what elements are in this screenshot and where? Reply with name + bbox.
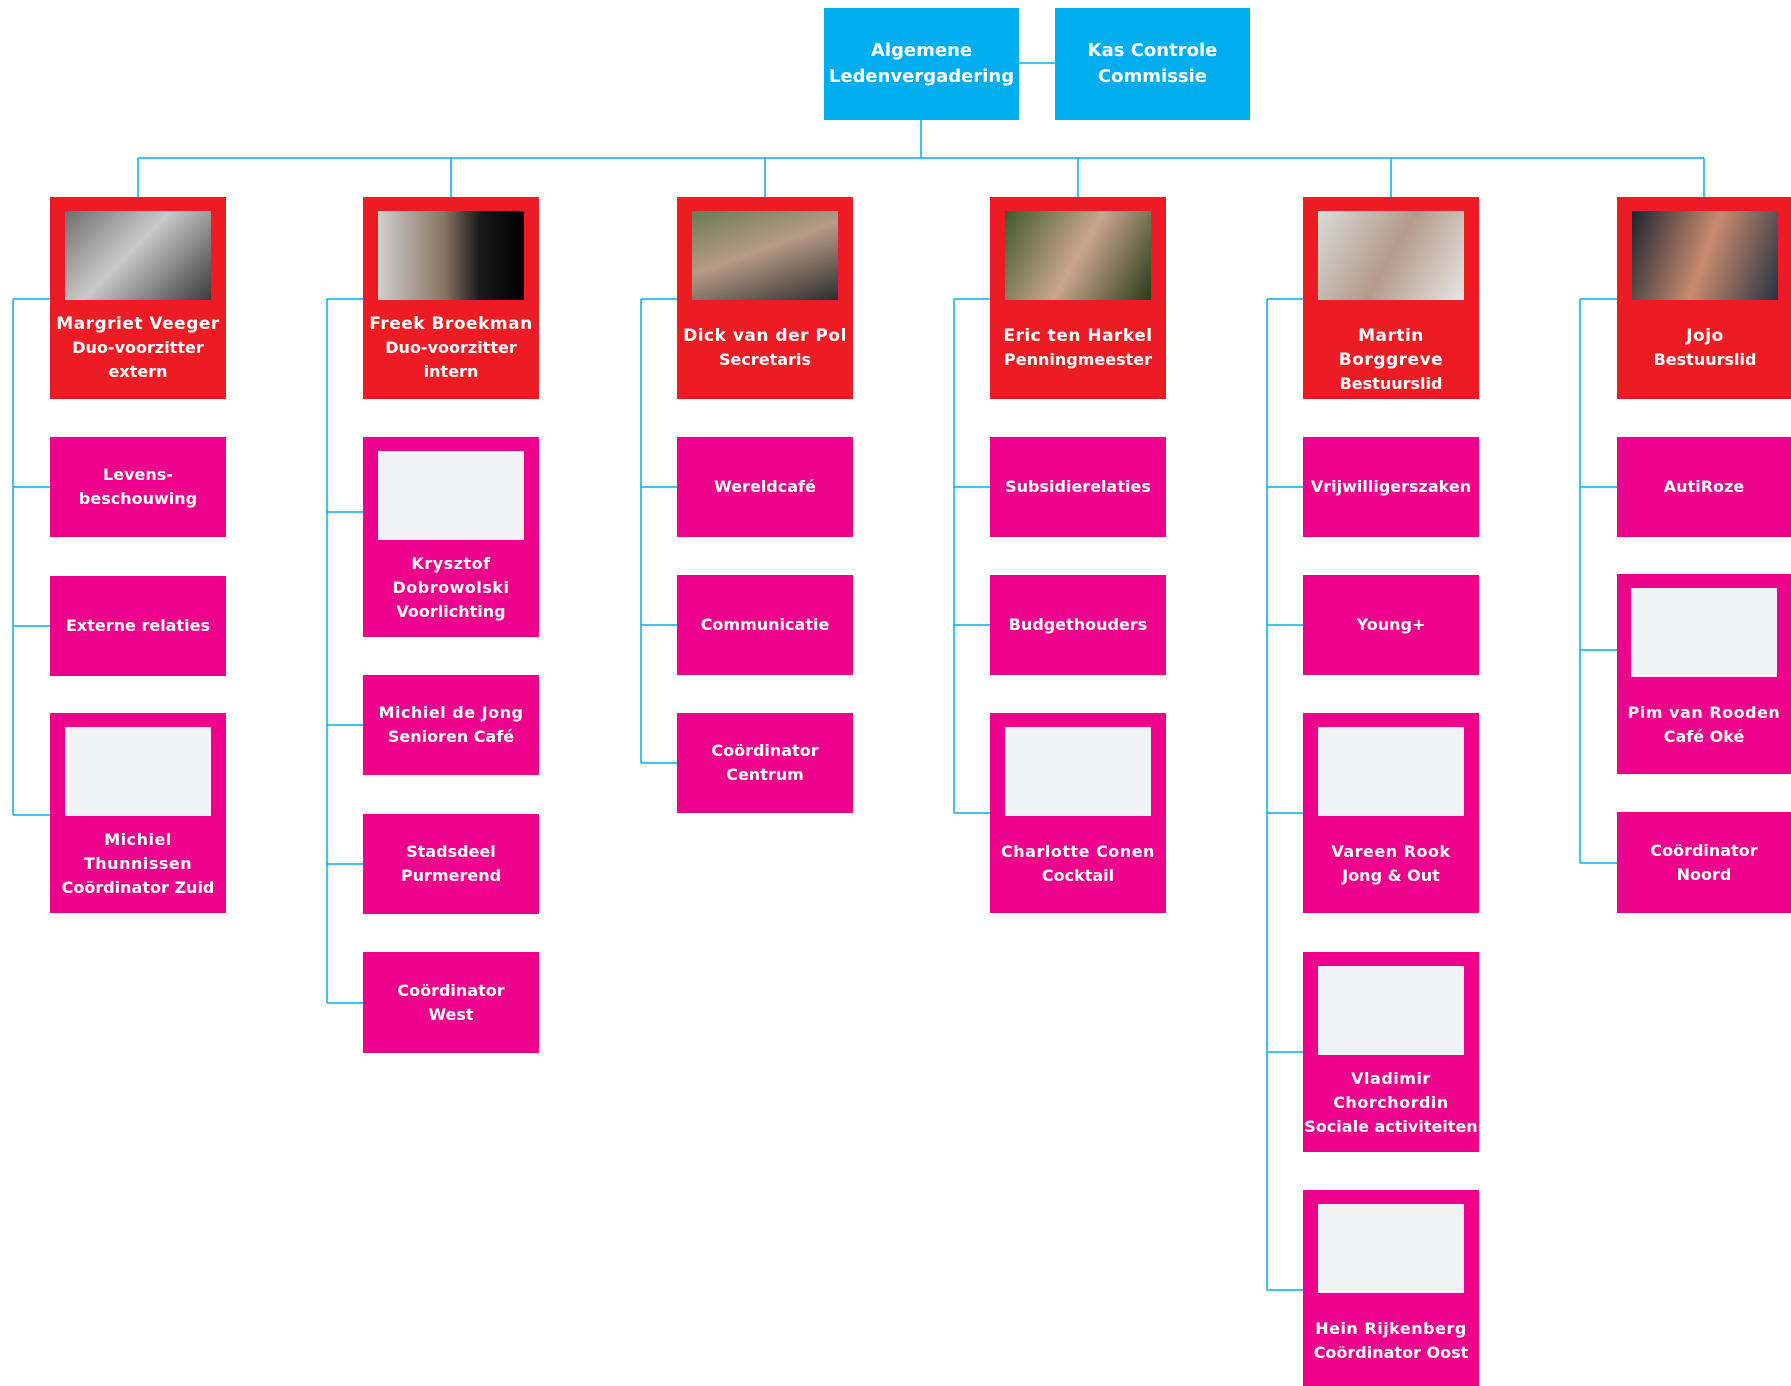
photo-placeholder — [1318, 727, 1464, 816]
node-text: Algemene — [870, 40, 973, 61]
node-text: Coördinator — [397, 980, 505, 1000]
node-externe-relaties: Externe relaties — [50, 576, 226, 676]
board-member-margriet-veeger: Margriet Veeger Duo-voorzitter extern — [50, 197, 226, 399]
member-name: Michiel de Jong — [378, 703, 524, 722]
node-text: Ledenvergadering — [828, 66, 1015, 87]
member-role: Bestuurslid — [1339, 374, 1443, 393]
node-text: Communicatie — [700, 615, 830, 634]
member-role: Café Oké — [1663, 727, 1745, 746]
photo-placeholder — [1318, 966, 1464, 1055]
node-text: beschouwing — [78, 489, 198, 508]
board-member-dick-van-der-pol: Dick van der Pol Secretaris — [677, 197, 853, 399]
node-kas-controle-commissie: Kas Controle Commissie — [1055, 8, 1250, 120]
member-name: Krysztof — [411, 554, 491, 573]
node-text: Externe relaties — [66, 616, 210, 635]
node-young-plus: Young+ — [1303, 575, 1479, 675]
node-text: Kas Controle — [1087, 40, 1218, 61]
node-communicatie: Communicatie — [677, 575, 853, 675]
member-name: Chorchordin — [1333, 1093, 1449, 1112]
node-charlotte-conen: Charlotte Conen Cocktail — [990, 713, 1166, 913]
node-text: West — [428, 1004, 474, 1024]
node-text: Wereldcafé — [714, 477, 816, 496]
node-text: Coördinator — [711, 741, 819, 760]
member-role: Sociale activiteiten — [1304, 1117, 1478, 1136]
node-pim-van-rooden: Pim van Rooden Café Oké — [1617, 574, 1791, 774]
node-text: Vrijwilligerszaken — [1310, 477, 1472, 496]
portrait-photo — [1632, 211, 1778, 300]
member-name: Eric ten Harkel — [1003, 326, 1153, 346]
member-role: Coördinator Zuid — [61, 878, 215, 897]
node-subsidierelaties: Subsidierelaties — [990, 437, 1166, 537]
member-role: Jong & Out — [1342, 866, 1440, 885]
node-krysztof-dobrowolski: Krysztof Dobrowolski Voorlichting — [363, 437, 539, 637]
member-name: Margriet Veeger — [56, 314, 220, 334]
photo-placeholder — [1005, 727, 1151, 816]
node-autiroze: AutiRoze — [1617, 437, 1791, 537]
portrait-photo — [692, 211, 838, 300]
node-vrijwilligerszaken: Vrijwilligerszaken — [1303, 437, 1479, 537]
photo-placeholder — [1631, 588, 1777, 677]
node-text: Centrum — [726, 765, 804, 784]
node-text: Coördinator — [1650, 840, 1758, 860]
member-role: intern — [423, 362, 479, 381]
member-role: Voorlichting — [396, 602, 506, 621]
photo-placeholder — [1318, 1204, 1464, 1293]
member-role: Duo-voorzitter — [385, 338, 517, 357]
member-name: Pim van Rooden — [1627, 703, 1781, 722]
member-name: Freek Broekman — [369, 314, 533, 334]
member-name: Martin Borggreve — [1338, 326, 1444, 370]
member-role: Coördinator Oost — [1313, 1343, 1469, 1362]
member-name: Jojo — [1686, 326, 1724, 346]
node-text: Levens- — [103, 465, 173, 484]
node-michiel-thunnissen: Michiel Thunnissen Coördinator Zuid — [50, 713, 226, 913]
node-wereldcafe: Wereldcafé — [677, 437, 853, 537]
portrait-photo — [378, 211, 524, 300]
member-name: Michiel — [104, 830, 172, 849]
member-role: Secretaris — [719, 350, 811, 369]
node-vladimir-chorchordin: Vladimir Chorchordin Sociale activiteite… — [1303, 952, 1479, 1152]
member-role: Penningmeester — [1004, 350, 1152, 369]
member-role: Senioren Café — [387, 727, 515, 746]
photo-placeholder — [65, 727, 211, 816]
node-levensbeschouwing: Levens- beschouwing — [50, 437, 226, 537]
node-text: Subsidierelaties — [1005, 477, 1151, 496]
node-vareen-rook: Vareen Rook Jong & Out — [1303, 713, 1479, 913]
node-michiel-de-jong: Michiel de Jong Senioren Café — [363, 675, 539, 775]
member-name: Thunnissen — [83, 854, 193, 873]
board-member-jojo: Jojo Bestuurslid — [1617, 197, 1791, 399]
member-role: Cocktail — [1041, 866, 1115, 885]
node-text: Purmerend — [400, 866, 502, 885]
node-text: Budgethouders — [1008, 615, 1148, 634]
member-role: Duo-voorzitter — [72, 338, 204, 357]
portrait-photo — [1318, 211, 1464, 300]
node-stadsdeel-purmerend: Stadsdeel Purmerend — [363, 814, 539, 914]
node-text: Noord — [1676, 864, 1732, 884]
node-text: AutiRoze — [1663, 477, 1745, 496]
portrait-photo — [1005, 211, 1151, 300]
member-role: extern — [108, 362, 168, 381]
member-name: Charlotte Conen — [1001, 842, 1155, 861]
node-coordinator-west: Coördinator West — [363, 952, 539, 1053]
node-text: Commissie — [1097, 66, 1208, 87]
member-name: Vareen Rook — [1331, 842, 1451, 861]
photo-placeholder — [378, 451, 524, 540]
member-name: Dick van der Pol — [683, 326, 847, 346]
node-hein-rijkenberg: Hein Rijkenberg Coördinator Oost — [1303, 1190, 1479, 1386]
node-text: Stadsdeel — [406, 842, 496, 861]
member-name: Hein Rijkenberg — [1315, 1319, 1467, 1338]
portrait-photo — [65, 211, 211, 300]
board-member-eric-ten-harkel: Eric ten Harkel Penningmeester — [990, 197, 1166, 399]
member-name: Vladimir — [1351, 1069, 1431, 1088]
node-coordinator-noord: Coördinator Noord — [1617, 812, 1791, 913]
node-text: Young+ — [1356, 615, 1426, 634]
node-coordinator-centrum: Coördinator Centrum — [677, 713, 853, 813]
board-member-freek-broekman: Freek Broekman Duo-voorzitter intern — [363, 197, 539, 399]
node-algemene-ledenvergadering: Algemene Ledenvergadering — [824, 8, 1019, 120]
member-name: Dobrowolski — [392, 578, 510, 597]
node-budgethouders: Budgethouders — [990, 575, 1166, 675]
member-role: Bestuurslid — [1653, 350, 1757, 369]
board-member-martin-borggreve: Martin Borggreve Bestuurslid — [1303, 197, 1479, 399]
